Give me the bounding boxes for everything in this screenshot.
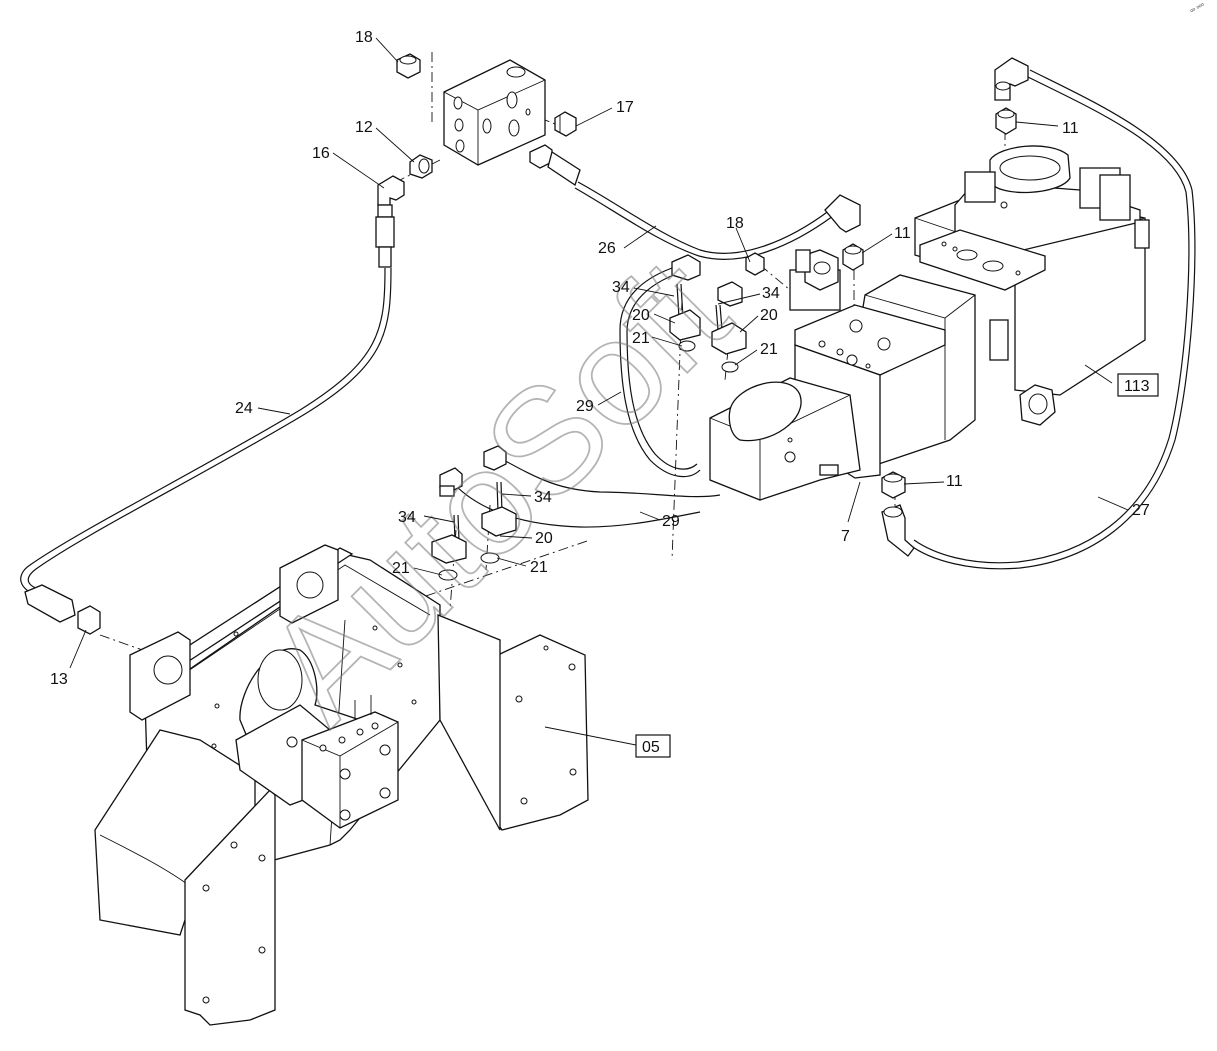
elbow-16 <box>375 175 405 268</box>
callout-20-upper-right: 20 <box>760 307 778 324</box>
callout-34-upper-right: 34 <box>762 285 780 302</box>
boxed-labels: 113 05 <box>635 373 1159 758</box>
callout-17: 17 <box>616 99 634 116</box>
callout-12: 12 <box>355 119 373 136</box>
callout-20-lower: 20 <box>535 530 553 547</box>
elbow-26-end <box>824 194 861 233</box>
fitting-18-mid <box>745 252 765 276</box>
hose-29-lower <box>454 457 721 528</box>
motor-box <box>709 377 861 501</box>
callout-26: 26 <box>598 240 616 257</box>
callout-24: 24 <box>235 400 253 417</box>
callout-labels: 18 17 12 16 11 18 11 26 34 34 20 20 21 2… <box>50 29 1150 688</box>
fitting-18-top <box>396 53 421 79</box>
callout-13: 13 <box>50 671 68 688</box>
fitting-12 <box>409 154 433 179</box>
tank-assembly-113 <box>914 145 1150 426</box>
corner-mark: ᵒᵒ ᵒᵒᵒ <box>1190 2 1207 16</box>
callout-34-lower-right: 34 <box>534 489 552 506</box>
callout-16: 16 <box>312 145 330 162</box>
callout-21-lower-left: 21 <box>392 560 410 577</box>
callout-29-lower: 29 <box>662 513 680 530</box>
callout-11-low: 11 <box>946 473 963 490</box>
callout-18-mid: 18 <box>726 215 744 232</box>
callout-18-top: 18 <box>355 29 373 46</box>
hose-26 <box>574 181 834 260</box>
callout-20-upper-left: 20 <box>632 307 650 324</box>
callout-29-upper: 29 <box>576 398 594 415</box>
callout-11-mid: 11 <box>894 225 911 242</box>
hose-24 <box>20 267 392 597</box>
elbow-27-top <box>994 57 1029 101</box>
callout-27: 27 <box>1132 502 1150 519</box>
hose-29-upper <box>619 267 701 478</box>
callout-21-upper-right: 21 <box>760 341 778 358</box>
fitting-11-top <box>995 107 1017 135</box>
flange-clamp-upper-right <box>711 281 747 373</box>
callout-34-upper-left: 34 <box>612 279 630 296</box>
fitting-11-mid <box>842 243 864 271</box>
flange-clamp-upper-left <box>669 254 701 352</box>
callout-21-lower-right: 21 <box>530 559 548 576</box>
boxed-label-05: 05 <box>642 739 660 756</box>
hose-27 <box>909 69 1196 570</box>
flange-clamp-lower-right <box>480 445 517 564</box>
flange-clamp-lower-left <box>431 467 467 581</box>
callout-34-lower-left: 34 <box>398 509 416 526</box>
fitting-11-low <box>881 471 906 499</box>
pump-unit-7 <box>789 249 976 479</box>
boxed-label-113: 113 <box>1124 378 1150 395</box>
callout-11-top: 11 <box>1062 120 1079 137</box>
frame-assembly-05 <box>94 544 589 1026</box>
callout-7: 7 <box>841 528 850 545</box>
elbow-27-low <box>881 504 915 557</box>
hose-24-end <box>24 584 101 635</box>
hose-26-end <box>529 144 581 187</box>
leader-lines <box>69 37 1129 746</box>
callout-21-upper-left: 21 <box>632 330 650 347</box>
fitting-17 <box>554 111 577 137</box>
manifold-block <box>443 59 546 166</box>
